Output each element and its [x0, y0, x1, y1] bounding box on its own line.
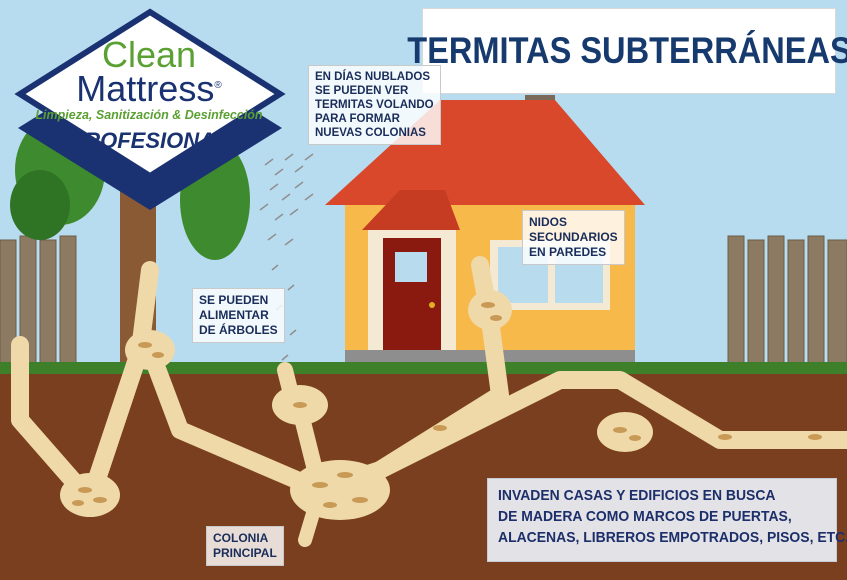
callout-line: PRINCIPAL [213, 546, 277, 560]
logo-mattress: Mattress® [76, 68, 222, 109]
logo-clean: Clean [101, 34, 197, 75]
callout-line: ALACENAS, LIBREROS EMPOTRADOS, PISOS, ET… [498, 529, 847, 546]
callout-line: EN DÍAS NUBLADOS [315, 71, 431, 83]
callout-line: DE MADERA COMO MARCOS DE PUERTAS, [498, 508, 792, 525]
callout-invade-homes: INVADEN CASAS Y EDIFICIOS EN BUSCA DE MA… [487, 478, 847, 562]
callout-line: DE ÁRBOLES [199, 323, 278, 337]
fence-left [0, 235, 77, 371]
termites [72, 302, 822, 508]
callout-line: SE PUEDEN [199, 293, 269, 307]
logo-profesional: PROFESIONAL [69, 128, 229, 153]
callout-line: SECUNDARIOS [529, 230, 618, 244]
callout-secondary-nests: NIDOS SECUNDARIOS EN PAREDES [522, 210, 625, 265]
callout-line: ALIMENTAR [199, 308, 269, 322]
fence-right [727, 235, 847, 371]
logo-tagline: Limpieza, Sanitización & Desinfección [35, 108, 263, 122]
title-box: TERMITAS SUBTERRÁNEAS [407, 8, 847, 94]
logo-badge [14, 8, 286, 210]
callout-line: INVADEN CASAS Y EDIFICIOS EN BUSCA [498, 487, 776, 504]
page-title: TERMITAS SUBTERRÁNEAS [406, 30, 847, 71]
termite-chambers [60, 290, 653, 520]
callout-line: SE PUEDEN VER [315, 85, 409, 97]
callout-line: EN PAREDES [529, 245, 607, 259]
callout-line: NIDOS [529, 215, 568, 229]
callout-line: NUEVAS COLONIAS [315, 127, 426, 139]
callout-flying-swarm: EN DÍAS NUBLADOS SE PUEDEN VER TERMITAS … [308, 65, 441, 145]
callout-line: TERMITAS VOLANDO [315, 99, 434, 111]
callout-line: PARA FORMAR [315, 113, 400, 125]
callout-trees: SE PUEDEN ALIMENTAR DE ÁRBOLES [192, 288, 285, 343]
callout-main-colony: COLONIA PRINCIPAL [206, 526, 284, 566]
grass [0, 362, 847, 376]
clean-mattress-logo: Clean Mattress® Limpieza, Sanitización &… [14, 12, 284, 222]
callout-line: COLONIA [213, 531, 269, 545]
